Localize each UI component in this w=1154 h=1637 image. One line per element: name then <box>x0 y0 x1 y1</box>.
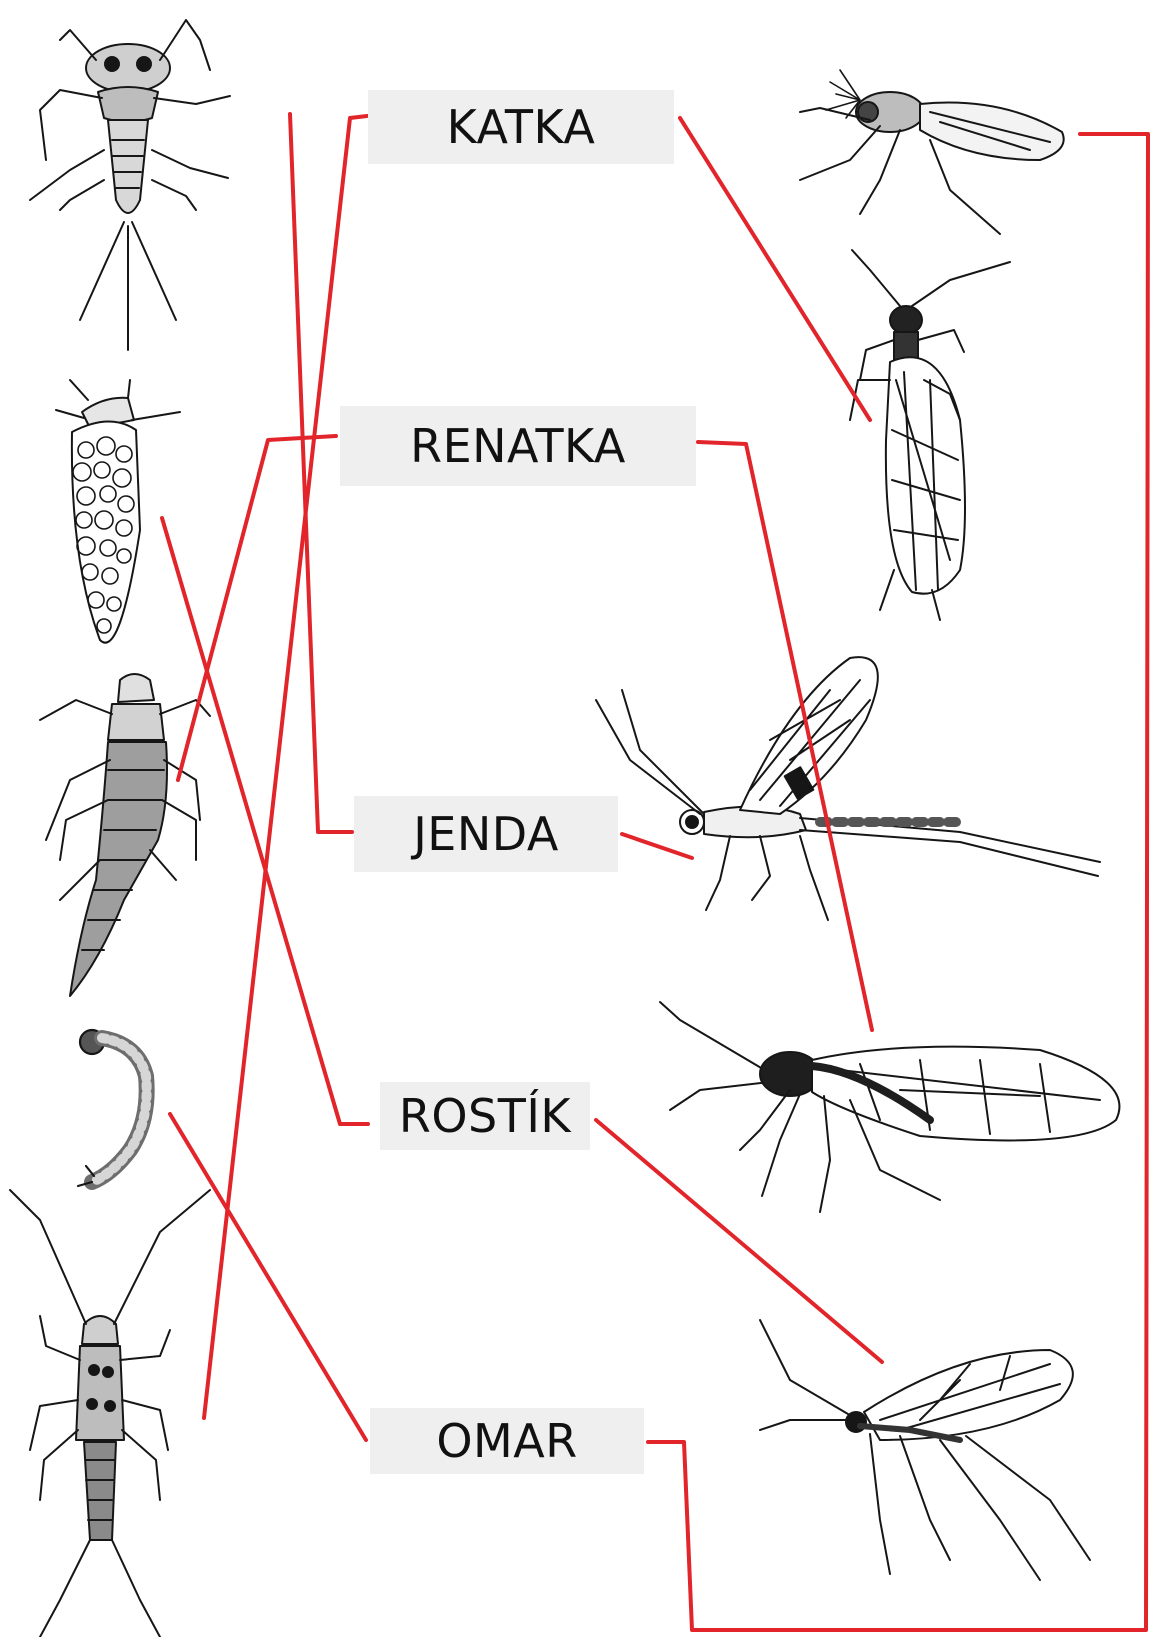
line-katka-to-stonefly-larva <box>204 116 367 1418</box>
line-katka-to-stonefly-adult <box>680 118 870 420</box>
name-box-katka: KATKA <box>368 90 674 164</box>
name-box-omar: OMAR <box>370 1408 644 1474</box>
line-omar-to-midge-adult <box>648 134 1148 1630</box>
line-rostik-to-caddis-adult <box>596 1120 882 1362</box>
name-box-rostik: ROSTÍK <box>380 1082 590 1150</box>
line-jenda-to-mayfly-adult <box>622 834 692 858</box>
line-renatka-to-alderfly-adult <box>698 442 872 1030</box>
line-rostik-to-caddis-larva <box>162 518 368 1124</box>
name-box-jenda: JENDA <box>354 796 618 872</box>
line-omar-to-midge-larva <box>170 1114 366 1440</box>
name-box-renatka: RENATKA <box>340 406 696 486</box>
